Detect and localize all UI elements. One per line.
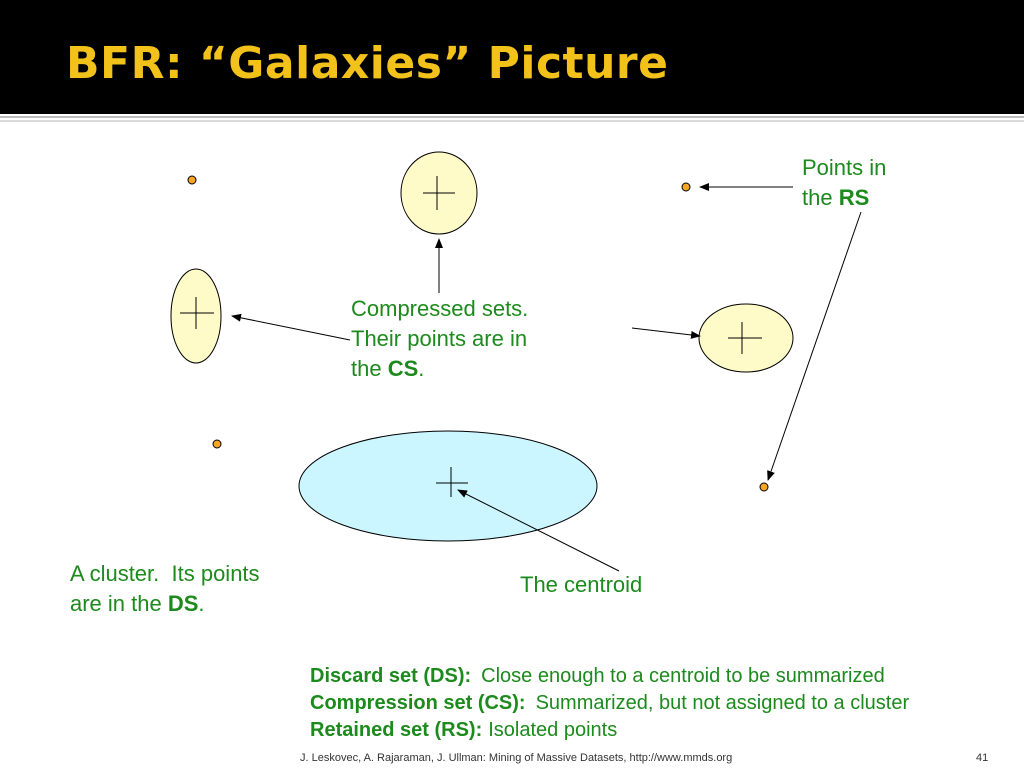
cs-ellipse-top: [400, 151, 478, 235]
rs-point: [187, 175, 197, 185]
ds-label-line1: A cluster. Its points: [70, 561, 260, 586]
title-divider: [0, 116, 1024, 118]
legend: Discard set (DS): Close enough to a centr…: [310, 663, 909, 744]
title-bar: BFR: “Galaxies” Picture: [0, 0, 1024, 114]
rs-point: [759, 482, 769, 492]
ds-cluster-ellipse: [298, 430, 598, 542]
rs-label-line1: Points in: [802, 155, 887, 180]
legend-term: Retained set (RS):: [310, 719, 483, 741]
page-number: 41: [976, 752, 989, 764]
cs-ellipse-right: [698, 303, 794, 373]
legend-term: Discard set (DS):: [310, 665, 472, 687]
ds-label-line2: are in the DS.: [70, 591, 205, 616]
cs-ellipse-left: [170, 268, 222, 364]
cs-label-line1: Compressed sets.: [351, 296, 529, 321]
rs-point: [212, 439, 222, 449]
legend-row-ds: Discard set (DS): Close enough to a centr…: [310, 663, 909, 690]
title-divider-secondary: [0, 120, 1024, 122]
legend-desc: Close enough to a centroid to be summari…: [481, 665, 885, 687]
cs-label-line3: the CS.: [351, 356, 425, 381]
footer-citation: J. Leskovec, A. Rajaraman, J. Ullman: Mi…: [300, 752, 733, 764]
rs-point: [681, 182, 691, 192]
arrow-rs-label-to-lower-point: [767, 211, 862, 481]
cs-label-line2: Their points are in: [351, 326, 528, 351]
slide-title: BFR: “Galaxies” Picture: [66, 38, 669, 89]
legend-term: Compression set (CS):: [310, 692, 526, 714]
legend-desc: Isolated points: [488, 719, 618, 741]
cs-label: Compressed sets. Their points are in the…: [351, 294, 528, 384]
rs-label: Points in the RS: [802, 153, 886, 213]
centroid-label: The centroid: [520, 572, 643, 597]
arrow-centroid-label-to-centroid: [457, 489, 620, 572]
legend-row-cs: Compression set (CS): Summarized, but not…: [310, 690, 909, 717]
arrow-cs-to-right-ellipse: [631, 327, 701, 339]
arrow-cs-to-left-ellipse: [231, 313, 351, 341]
legend-desc: Summarized, but not assigned to a cluste…: [535, 692, 910, 714]
rs-label-line2: the RS: [802, 185, 870, 210]
ds-label: A cluster. Its points are in the DS.: [70, 559, 260, 619]
legend-row-rs: Retained set (RS):Isolated points: [310, 717, 909, 744]
